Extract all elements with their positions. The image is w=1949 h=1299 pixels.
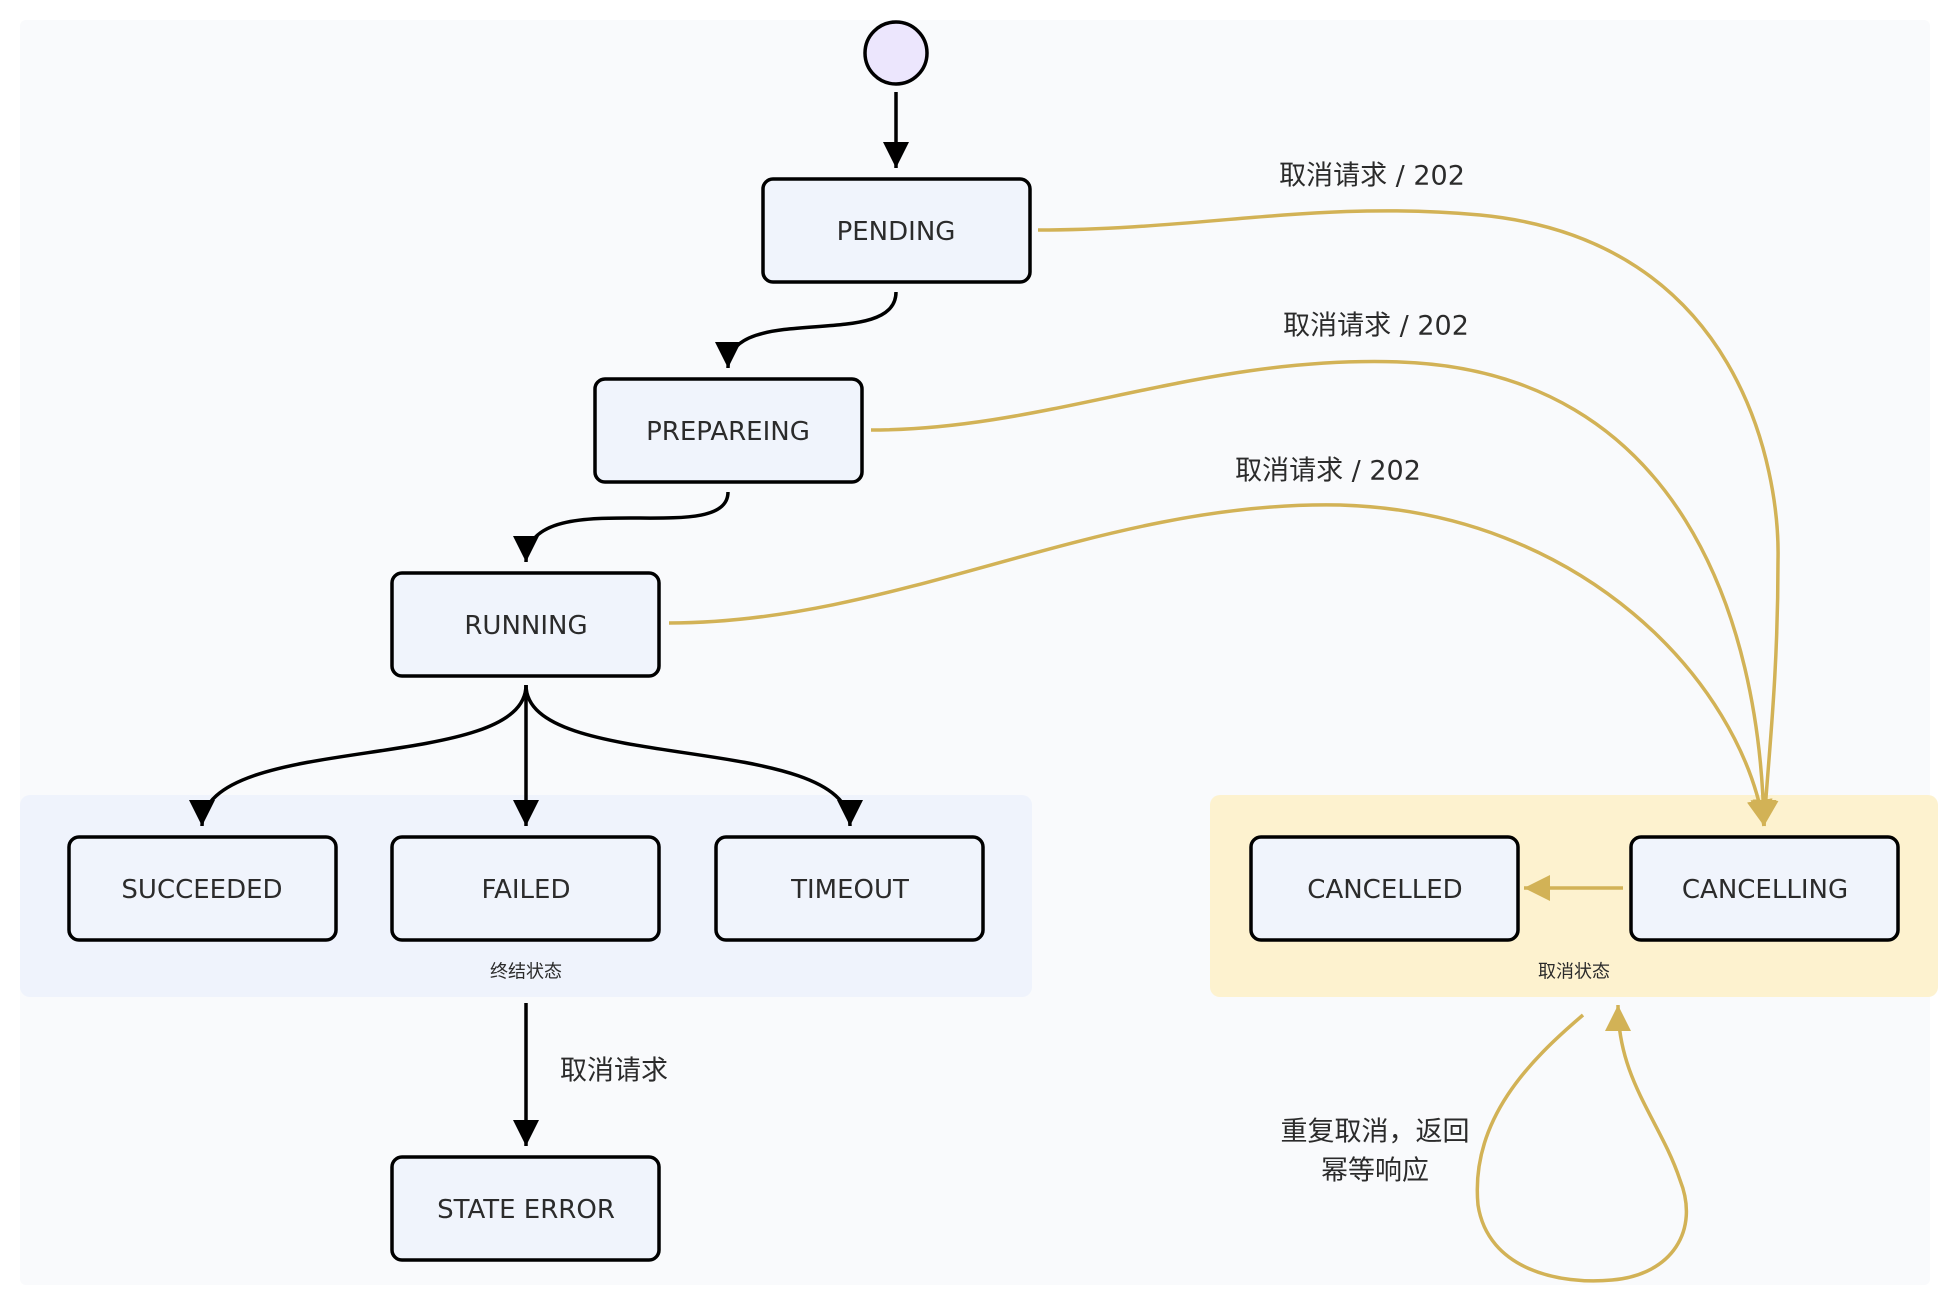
- cancel-group-label: 取消状态: [1538, 962, 1610, 983]
- state-cancelled[interactable]: [1249, 835, 1520, 942]
- state-cancelling-label: CANCELLING: [1682, 875, 1848, 905]
- edge-running-to-cancelling: [668, 503, 1773, 827]
- edge-label-repeat-cancel-line2: 幂等响应: [1321, 1156, 1429, 1187]
- edge-label-terminal-to-error: 取消请求: [560, 1056, 668, 1087]
- edge-running-to-timeout: [524, 684, 863, 827]
- edge-prepareing-to-cancelling: [870, 359, 1777, 827]
- state-cancelled-label: CANCELLED: [1307, 875, 1462, 905]
- edge-label-pending-cancel: 取消请求 / 202: [1279, 161, 1465, 192]
- state-succeeded[interactable]: [67, 835, 338, 942]
- edge-prepareing-to-running: [513, 491, 730, 563]
- state-failed-label: FAILED: [482, 875, 571, 905]
- edge-label-repeat-cancel-line1: 重复取消，返回: [1281, 1117, 1470, 1148]
- state-timeout[interactable]: [714, 835, 985, 942]
- state-pending-label: PENDING: [837, 217, 956, 247]
- state-state-error-label: STATE ERROR: [437, 1195, 615, 1225]
- state-running-label: RUNNING: [464, 611, 587, 641]
- edge-label-running-cancel: 取消请求 / 202: [1235, 456, 1421, 487]
- state-timeout-label: TIMEOUT: [790, 875, 909, 905]
- terminal-group-label: 终结状态: [490, 962, 562, 983]
- edge-repeat-cancel-loop: [1475, 1004, 1689, 1283]
- edge-pending-to-cancelling: [1037, 209, 1780, 827]
- edge-label-prepareing-cancel: 取消请求 / 202: [1283, 311, 1469, 342]
- edge-running-to-succeeded: [189, 684, 528, 827]
- state-failed[interactable]: [390, 835, 661, 942]
- state-state-error[interactable]: [390, 1155, 661, 1262]
- start-node: [863, 20, 929, 86]
- state-cancelling[interactable]: [1629, 835, 1900, 942]
- state-pending[interactable]: [761, 177, 1032, 284]
- edge-pending-to-prepareing: [715, 291, 898, 369]
- state-prepareing[interactable]: [593, 377, 864, 484]
- state-prepareing-label: PREPAREING: [646, 417, 810, 447]
- state-running[interactable]: [390, 571, 661, 678]
- state-succeeded-label: SUCCEEDED: [121, 875, 282, 905]
